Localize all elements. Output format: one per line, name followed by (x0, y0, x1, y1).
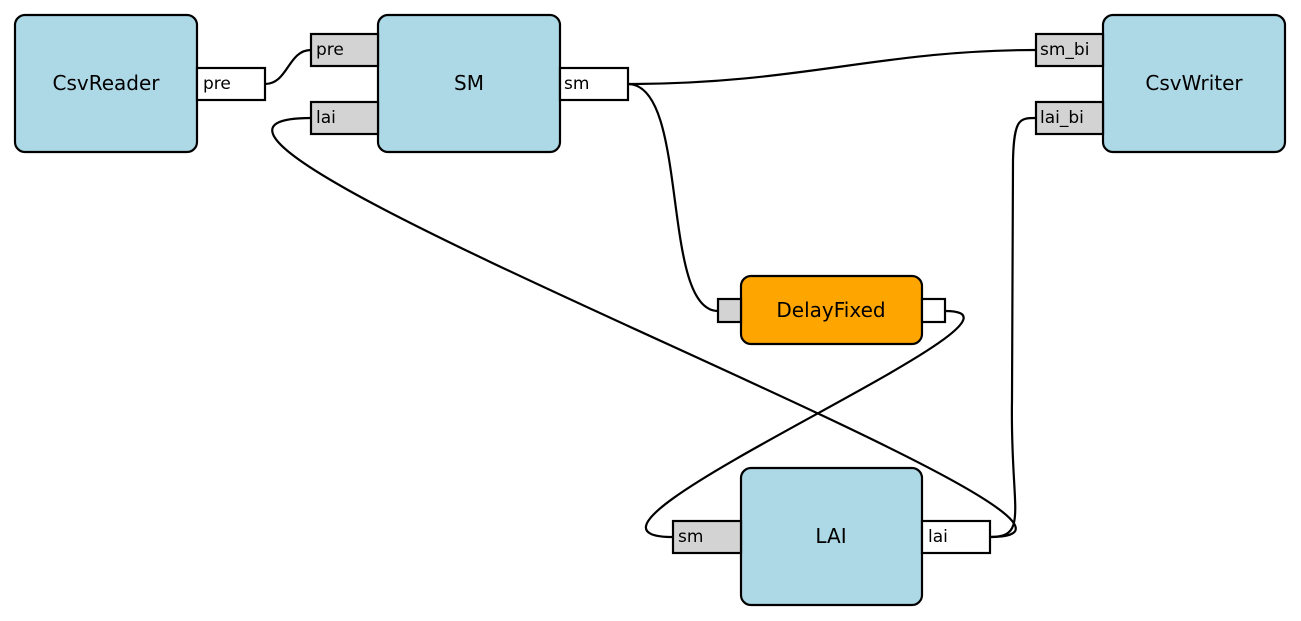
node-lai[interactable]: LAI sm lai (671, 466, 992, 607)
node-csvreader[interactable]: CsvReader pre (13, 13, 267, 154)
wire-delayfixed-to-lai-sm (644, 309, 965, 539)
csvwriter-input-port-sm_bi[interactable] (1034, 32, 1105, 68)
connections (264, 48, 1037, 539)
csvwriter-label: CsvWriter (1145, 71, 1243, 95)
lai-output-port-lai-label: lai (928, 527, 948, 547)
node-sm[interactable]: SM pre lai sm (309, 13, 630, 154)
delayfixed-output-port[interactable] (920, 297, 947, 324)
csvreader-output-port-pre-label: pre (203, 74, 231, 94)
lai-input-port-sm-label: sm (678, 527, 703, 547)
wire-sm-sm-to-csvwriter-sm_bi (627, 48, 1037, 86)
node-csvwriter[interactable]: CsvWriter sm_bi lai_bi (1034, 13, 1287, 154)
wire-lai-lai-to-csvwriter-lai_bi (989, 116, 1037, 539)
lai-input-port-sm[interactable] (671, 519, 743, 555)
csvwriter-input-port-lai_bi[interactable] (1034, 100, 1105, 136)
delayfixed-input-port[interactable] (716, 297, 743, 324)
sm-input-port-pre-label: pre (316, 40, 344, 60)
csvwriter-box[interactable] (1101, 13, 1287, 154)
sm-label: SM (454, 71, 484, 95)
lai-output-port-lai[interactable] (920, 519, 992, 555)
wire-csvreader-pre-to-sm-pre (264, 48, 312, 86)
sm-output-port-sm-label: sm (564, 74, 589, 94)
csvreader-label: CsvReader (52, 71, 160, 95)
wire-lai-lai-to-sm-lai (271, 116, 1017, 539)
node-delayfixed[interactable]: DelayFixed (716, 274, 947, 346)
csvwriter-input-port-lai_bi-label: lai_bi (1040, 108, 1084, 128)
sm-input-port-pre[interactable] (309, 32, 380, 68)
sm-output-port-sm[interactable] (558, 66, 630, 102)
csvreader-output-port-pre[interactable] (195, 66, 267, 102)
sm-input-port-lai[interactable] (309, 100, 380, 136)
csvwriter-input-port-sm_bi-label: sm_bi (1040, 40, 1089, 60)
delayfixed-label: DelayFixed (776, 298, 885, 322)
sm-input-port-lai-label: lai (316, 108, 336, 128)
wire-sm-sm-to-delayfixed (627, 82, 719, 313)
lai-label: LAI (815, 524, 846, 548)
